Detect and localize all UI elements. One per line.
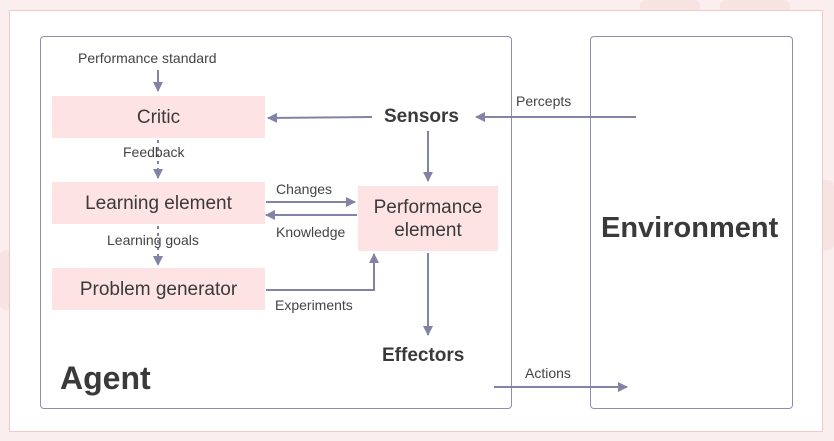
arrow-sensors-to-critic [267, 112, 373, 123]
agent-title: Agent [60, 360, 151, 396]
performance-standard-label: Performance standard [78, 50, 217, 66]
changes-label: Changes [276, 181, 333, 197]
actions-label: Actions [525, 365, 571, 381]
learning-element-label: Learning element [85, 192, 232, 214]
environment-title: Environment [601, 212, 779, 244]
feedback-label: Feedback [123, 144, 185, 160]
critic-label: Critic [136, 106, 181, 128]
experiments-label: Experiments [275, 297, 353, 313]
performance-element-label: Performance element [373, 196, 483, 241]
environment-container [590, 36, 793, 409]
sensors-label: Sensors [384, 106, 459, 127]
critic-box: Critic [52, 96, 265, 138]
problem-generator-box: Problem generator [52, 268, 265, 310]
effectors-label: Effectors [382, 345, 465, 366]
agent-container [40, 36, 512, 409]
performance-element-box: Performance element [358, 186, 498, 251]
percepts-label: Percepts [516, 93, 572, 109]
learning-goals-label: Learning goals [107, 232, 199, 248]
problem-generator-label: Problem generator [79, 278, 238, 300]
arrow-experiments [266, 253, 379, 291]
knowledge-label: Knowledge [276, 224, 346, 240]
learning-element-box: Learning element [52, 182, 265, 224]
